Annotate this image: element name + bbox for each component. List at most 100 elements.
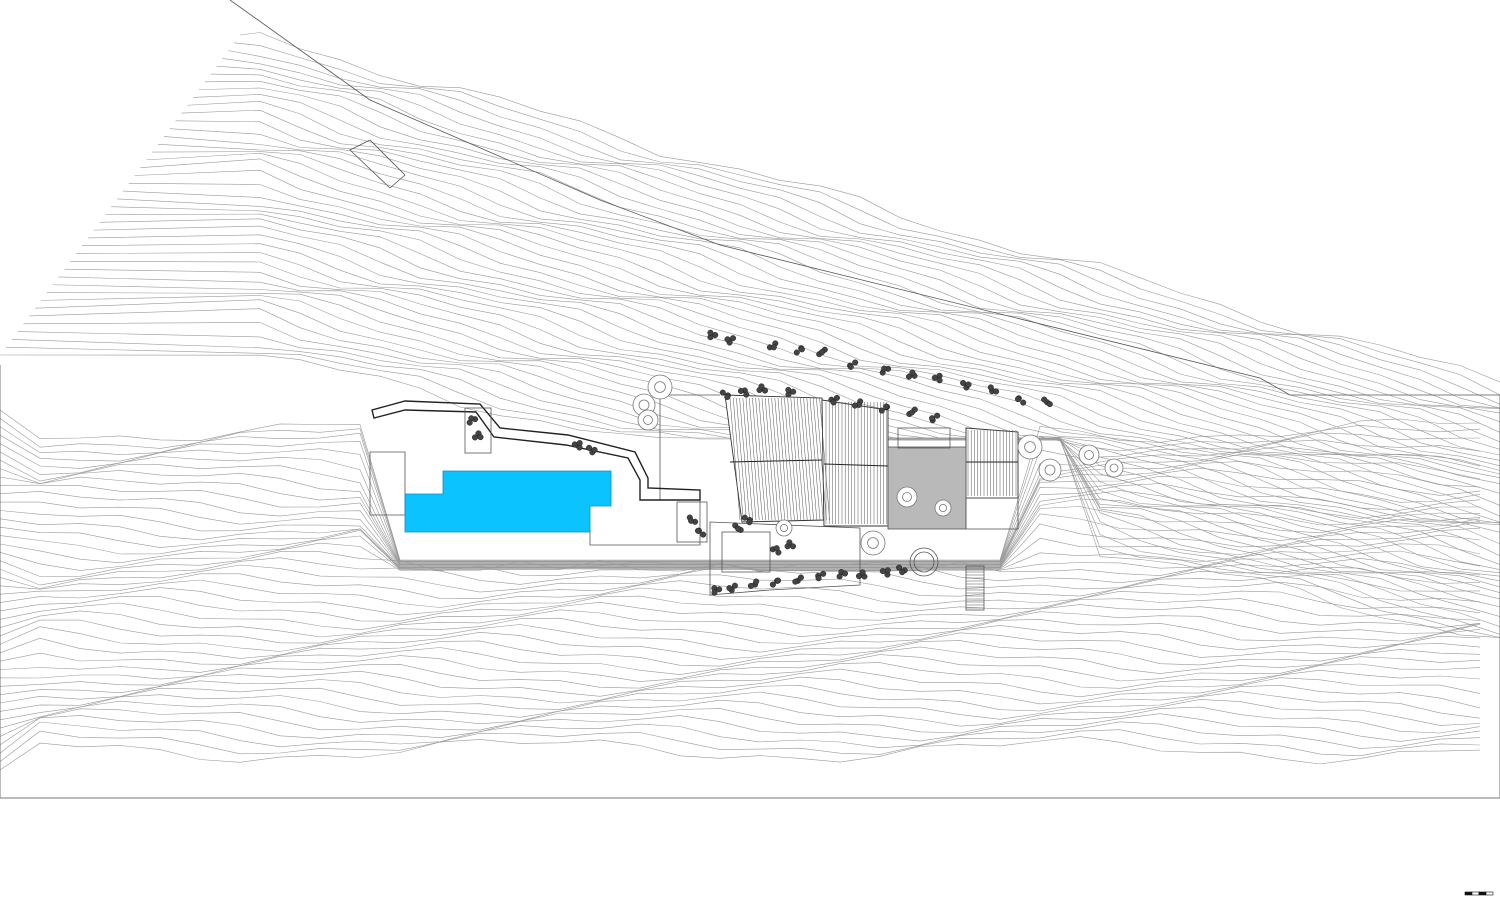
- contour-line: [0, 721, 1481, 754]
- contour-line: [0, 713, 1481, 746]
- shrub: [688, 517, 695, 524]
- contour-line: [234, 42, 1500, 396]
- shrub: [852, 359, 859, 366]
- contour-line: [0, 736, 1481, 771]
- contour-line: [216, 65, 1500, 409]
- stair-frame: [965, 565, 985, 611]
- contour-line: [128, 182, 1500, 506]
- contour-line: [117, 198, 1500, 523]
- shrub: [820, 570, 827, 577]
- roof-hatch-line: [761, 397, 773, 521]
- shrub: [758, 383, 765, 390]
- shrub: [851, 402, 858, 409]
- shrub: [769, 581, 776, 588]
- shrub: [793, 349, 800, 356]
- contour-line: [204, 80, 1500, 414]
- contour-line: [0, 684, 1481, 712]
- contour-line: [0, 617, 1481, 644]
- tree-canopy-inner: [902, 492, 912, 502]
- shrub: [878, 407, 885, 414]
- shrub: [906, 373, 913, 380]
- contour-line: [0, 668, 1481, 698]
- roof-hatch-line: [809, 397, 821, 521]
- shrub: [576, 440, 583, 447]
- shrub: [1041, 396, 1048, 403]
- shrub: [735, 525, 742, 532]
- tree-canopy-inner: [643, 415, 653, 425]
- roof-hatch-line: [752, 397, 763, 521]
- garden-stair: [965, 565, 985, 611]
- shrub: [911, 406, 918, 413]
- contour-line: [0, 451, 1481, 564]
- shrub: [931, 374, 938, 381]
- shrub: [884, 567, 891, 574]
- roof-hatch-line: [812, 397, 824, 521]
- shrub: [695, 527, 702, 534]
- scale-bar-segment: [1464, 891, 1473, 896]
- contour-line: [222, 58, 1500, 409]
- contour-line: [0, 434, 1481, 563]
- scale-bar-segment: [1485, 891, 1494, 896]
- roof-hatch-line: [745, 397, 757, 521]
- tree-canopy-inner: [867, 537, 879, 549]
- roof-hatch-line: [758, 397, 770, 521]
- contour-line: [122, 190, 1500, 517]
- tree-canopy-inner: [780, 524, 789, 533]
- shrub: [746, 519, 753, 526]
- roof-hatch-line: [790, 397, 802, 521]
- roof-hatch-line: [787, 397, 798, 521]
- roof-hatch-line: [774, 397, 786, 521]
- shrub: [883, 403, 890, 410]
- contour-line: [0, 483, 1481, 566]
- shrub: [472, 434, 479, 441]
- contour-line: [210, 73, 1500, 409]
- shrub: [591, 446, 598, 453]
- access-path: [349, 139, 406, 189]
- shrub: [987, 384, 994, 391]
- shrub: [770, 344, 777, 351]
- roof-hatch-line: [816, 397, 827, 521]
- retaining-wall: [371, 400, 701, 501]
- shrub: [790, 543, 797, 550]
- shrub: [815, 575, 822, 582]
- topographic-contours: [0, 32, 1500, 771]
- contour-line: [0, 426, 1481, 562]
- contour-line: [0, 557, 1481, 586]
- contour-line: [0, 409, 1481, 561]
- contour-line: [181, 109, 1500, 450]
- roof-hatch-line: [777, 397, 789, 521]
- roof-hatch-line: [806, 397, 818, 521]
- contour-line: [163, 136, 1500, 467]
- roof-hatch-line: [796, 397, 808, 521]
- roof-hatch-line: [780, 397, 792, 521]
- contour-line: [152, 151, 1500, 475]
- contour-line: [0, 699, 1481, 729]
- tree-canopy-inner: [1024, 441, 1036, 453]
- shrub: [741, 514, 748, 521]
- contour-line: [0, 490, 1480, 567]
- shrub: [477, 434, 484, 441]
- contour-line: [175, 120, 1500, 456]
- shrub: [747, 582, 754, 589]
- tree-canopy-inner: [1084, 450, 1094, 460]
- shrub: [896, 564, 903, 571]
- lower-annex: [965, 497, 1019, 530]
- roof-hatch-line: [732, 397, 744, 521]
- shrub: [790, 388, 797, 395]
- contour-line: [0, 475, 1481, 566]
- contour-line: [0, 587, 1481, 616]
- scale-bar-segment: [1471, 891, 1480, 896]
- lower-terrace: [709, 521, 861, 596]
- contour-line: [0, 646, 1481, 675]
- contour-line: [0, 564, 1481, 593]
- contour-line: [0, 573, 1481, 600]
- shrub: [730, 335, 737, 342]
- contour-line: [111, 206, 1500, 524]
- shrub: [859, 569, 866, 576]
- contour-line: [0, 418, 1481, 561]
- contour-line: [0, 654, 1481, 682]
- shrub: [724, 394, 731, 401]
- shrub: [775, 577, 782, 584]
- shrub: [700, 531, 707, 538]
- roof-hatch-line: [755, 397, 766, 521]
